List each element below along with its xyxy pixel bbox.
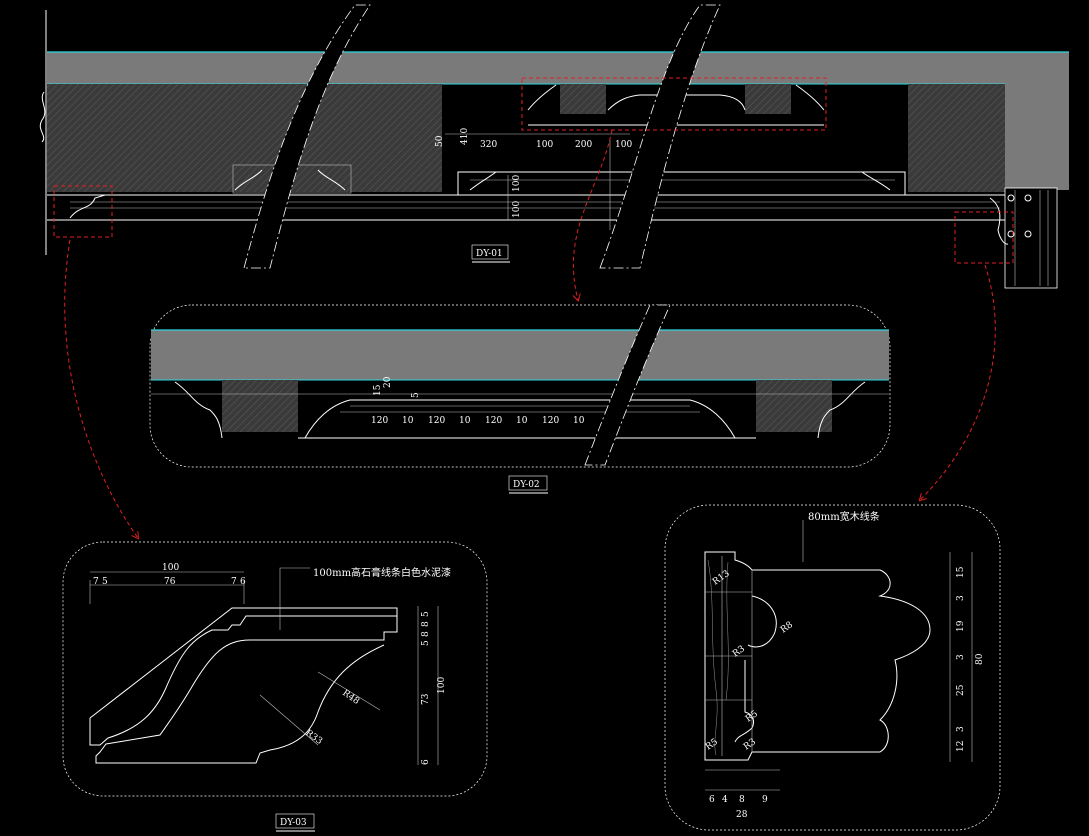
dy03-right-5b: 5 (421, 640, 431, 646)
dy03-right-8b: 8 (421, 631, 431, 637)
dy02-dim-20: 20 (383, 376, 393, 388)
dy02-dim-120-1: 120 (371, 416, 388, 426)
dy03-top-total: 100 (162, 563, 179, 573)
dy03-radius-48: R48 (340, 688, 361, 707)
dy03-material-note: 100mm高石膏线条白色水泥漆 (313, 566, 451, 579)
dy03-top-7b: 7 (231, 577, 237, 587)
dy03-right-73: 73 (421, 693, 431, 705)
section-dy01: 50 410 320 100 200 100 100 100 DY-01 (39, 4, 1069, 289)
dim-100-a: 100 (536, 140, 553, 150)
dy02-slab (151, 330, 889, 380)
wood-right-3a: 3 (956, 595, 966, 601)
beam-mid-b (745, 84, 791, 114)
wood-right-3b: 3 (956, 654, 966, 660)
dy02-dim-10-4: 10 (573, 416, 585, 426)
wood-radius-3b: R3 (742, 737, 758, 753)
column-right (1004, 187, 1058, 289)
dy03-top-7a: 7 (93, 577, 99, 587)
dy03-right-total: 100 (437, 677, 447, 694)
dy02-dim-5: 5 (411, 392, 421, 398)
wood-bottom-4: 4 (722, 795, 728, 805)
wood-right-15: 15 (956, 566, 966, 578)
beam-mid-a (560, 84, 606, 114)
dim-200: 200 (575, 140, 592, 150)
dy03-top-76: 76 (164, 577, 176, 587)
section-dy03: 100 7 5 76 7 6 100mm高石膏线条白色水泥漆 5 8 8 5 7… (62, 541, 488, 832)
dim-100-v2: 100 (512, 201, 522, 218)
dy03-radius-33: R33 (303, 728, 324, 747)
section-tag-dy01: DY-01 (476, 249, 503, 259)
wood-right-12: 12 (956, 741, 966, 752)
dy02-dim-10-3: 10 (516, 416, 528, 426)
wood-radius-5a: R5 (744, 709, 760, 725)
section-tag-dy03: DY-03 (280, 818, 307, 828)
dy02-beam-left (222, 380, 298, 432)
wood-right-25: 25 (956, 684, 966, 696)
dy03-top-6: 6 (240, 577, 246, 587)
dy02-dim-10-2: 10 (459, 416, 471, 426)
beam-right (908, 84, 1005, 192)
dim-100-b: 100 (615, 140, 632, 150)
beam-left (47, 84, 442, 192)
wood-right-19: 19 (956, 620, 966, 632)
ceiling-slab (47, 52, 1069, 84)
wood-bottom-6: 6 (709, 795, 715, 805)
section-tag-dy02: DY-02 (513, 480, 540, 490)
dim-100-v1: 100 (512, 175, 522, 192)
wood-bottom-8: 8 (739, 795, 745, 805)
wood-radius-13: R13 (711, 569, 732, 588)
dim-320: 320 (480, 140, 497, 150)
section-dy02: 15 20 5 120 10 120 10 120 10 120 10 DY-0… (149, 304, 891, 494)
dy03-right-8a: 8 (421, 621, 431, 627)
wood-radius-8: R8 (779, 620, 795, 636)
dy02-dim-120-3: 120 (485, 416, 502, 426)
dim-410: 410 (460, 128, 470, 145)
callouts (53, 77, 1014, 538)
dy02-dim-120-2: 120 (428, 416, 445, 426)
wood-radius-5b: R5 (704, 737, 720, 753)
wood-right-total: 80 (975, 653, 985, 665)
dy02-dim-10-1: 10 (402, 416, 414, 426)
ceiling-slab-return (1005, 52, 1069, 190)
wood-bottom-total: 28 (736, 810, 748, 820)
dy03-top-5: 5 (102, 577, 108, 587)
dy02-dim-15: 15 (373, 384, 383, 396)
section-wood-detail: 80mm宽木线条 15 3 19 3 25 3 12 80 6 4 8 9 28… (664, 504, 1001, 831)
dy02-dim-120-4: 120 (542, 416, 559, 426)
dy03-right-5: 5 (421, 611, 431, 617)
dy02-beam-right (756, 380, 832, 432)
dy03-right-6: 6 (421, 759, 431, 765)
dim-50: 50 (435, 135, 445, 147)
wood-material-note: 80mm宽木线条 (808, 510, 880, 523)
wood-radius-3a: R3 (731, 644, 747, 660)
wood-bottom-9: 9 (762, 795, 768, 805)
wood-right-3c: 3 (956, 726, 966, 732)
